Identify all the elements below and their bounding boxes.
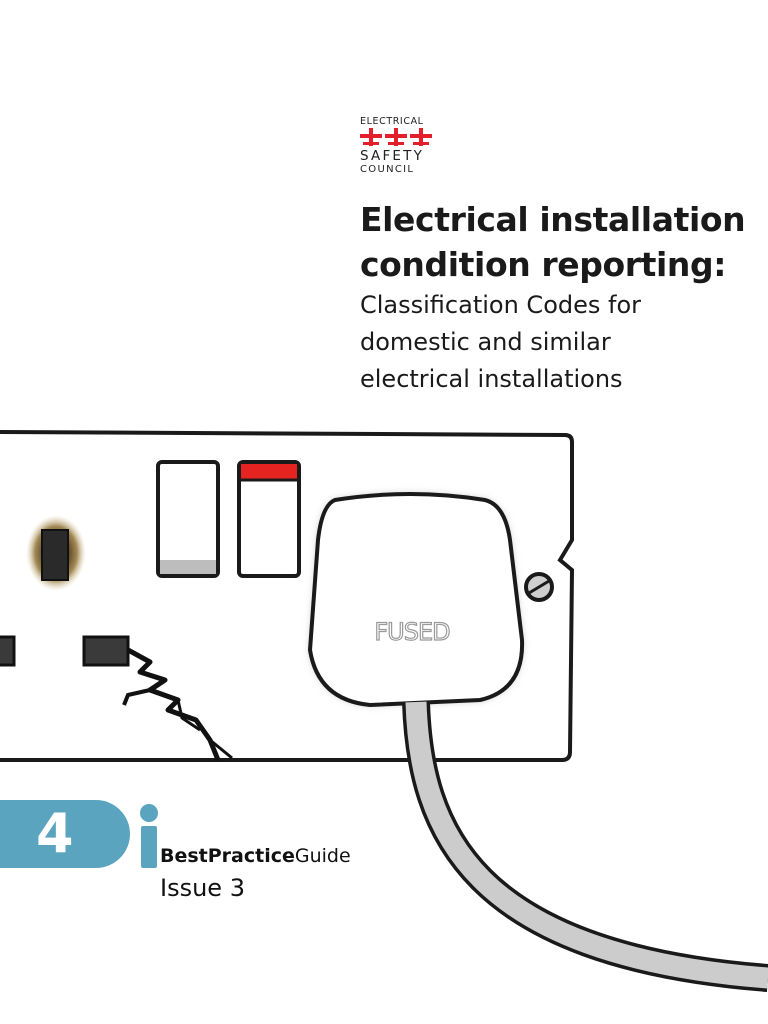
logo-text-electrical: ELECTRICAL <box>360 116 424 127</box>
socket-plug-illustration: FUSED <box>0 430 768 992</box>
pin-hole-left <box>0 635 16 667</box>
info-i-icon <box>140 804 158 868</box>
document-title: Electrical installation condition report… <box>360 197 760 287</box>
subtitle-line-3: electrical installations <box>360 365 623 393</box>
logo-text-council: COUNCIL <box>360 164 415 175</box>
issue-number: Issue 3 <box>160 874 245 902</box>
crack <box>126 647 221 761</box>
triple-cross-logo-icon <box>360 128 432 146</box>
pin-hole-right <box>82 635 130 667</box>
plug-label: FUSED <box>374 618 450 646</box>
guide-number-badge: 4 <box>0 800 130 868</box>
earth-pin-hole <box>41 529 69 581</box>
logo-text-safety: SAFETY <box>360 148 425 164</box>
best-practice-guide-label: BestPracticeGuide <box>160 844 351 868</box>
switch-indicator <box>241 464 297 480</box>
guide-bold-text: BestPractice <box>160 845 295 867</box>
title-line-1: Electrical installation <box>360 200 746 239</box>
subtitle-line-1: Classification Codes for <box>360 291 642 319</box>
document-subtitle: Classification Codes for domestic and si… <box>360 287 760 398</box>
guide-regular-text: Guide <box>294 845 351 867</box>
guide-number: 4 <box>36 802 74 865</box>
switch-right <box>237 460 301 578</box>
plug-body <box>307 492 525 708</box>
title-line-2: condition reporting: <box>360 245 727 284</box>
switch-left <box>156 460 220 578</box>
subtitle-line-2: domestic and similar <box>360 328 611 356</box>
esc-logo: ELECTRICAL SAFETY COUNCIL <box>360 116 432 188</box>
